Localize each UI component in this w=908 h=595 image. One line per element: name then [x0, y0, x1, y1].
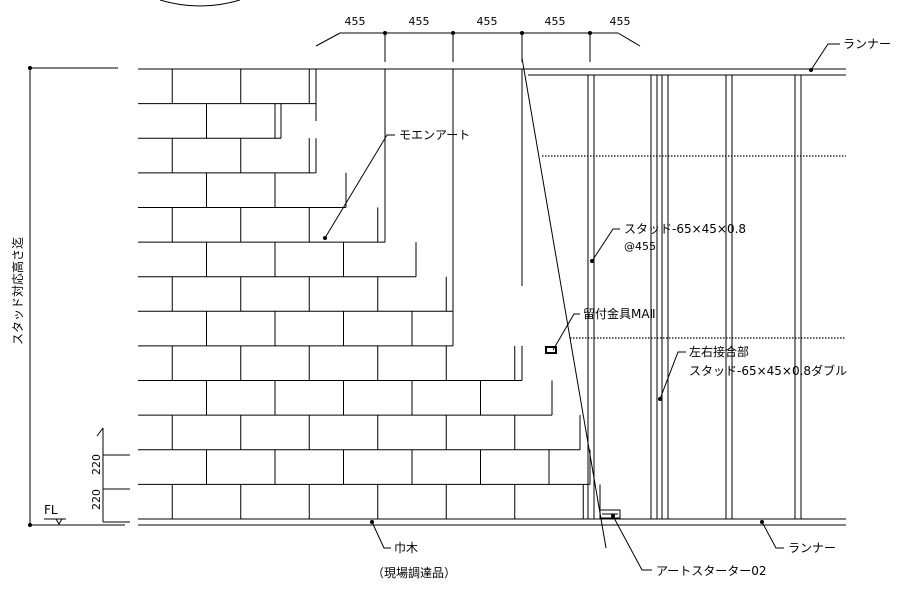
floor-lines — [138, 68, 846, 526]
dim-455-5: 455 — [610, 15, 631, 28]
fastener-mark — [545, 346, 557, 354]
dim-455-2: 455 — [409, 15, 430, 28]
dim-220-upper: 220 — [90, 454, 103, 475]
bracing-lines — [542, 155, 846, 339]
cut-arc — [159, 0, 241, 7]
section-cut-line — [521, 57, 607, 549]
stud-height-label: スタッド対応高さ迄 — [10, 237, 25, 345]
dim-455-4: 455 — [545, 15, 566, 28]
dim-455-1: 455 — [345, 15, 366, 28]
runner-top-label: ランナー — [843, 37, 891, 51]
skirting-note-label: （現場調達品） — [372, 566, 456, 580]
dim-220-lower: 220 — [90, 489, 103, 510]
fl-mark: FL — [44, 503, 66, 525]
art-starter-label: アートスターター02 — [656, 564, 767, 578]
fl-label: FL — [44, 503, 58, 517]
base-dimension: 220 220 — [90, 427, 130, 523]
stud-label: スタッド-65×45×0.8 — [624, 222, 746, 236]
runner-bottom-label: ランナー — [788, 541, 836, 555]
dim-455-3: 455 — [477, 15, 498, 28]
leaders: ランナー モエンアート スタッド-65×45×0.8 @455 留付金具MAⅡ … — [323, 37, 891, 580]
height-dimension: スタッド対応高さ迄 — [10, 66, 125, 527]
art-starter-mark — [599, 509, 621, 519]
stud-frame — [587, 75, 802, 519]
joint-stud-label: スタッド-65×45×0.8ダブル — [689, 363, 847, 378]
moen-art-label: モエンアート — [399, 128, 470, 142]
joint-title-label: 左右接合部 — [689, 344, 749, 359]
fastener-label: 留付金具MAⅡ — [583, 306, 655, 321]
stud-pitch-label: @455 — [624, 240, 656, 253]
panel-joint-lines — [315, 69, 523, 286]
moen-art-panels — [138, 69, 601, 520]
skirting-label: 巾木 — [394, 541, 418, 555]
top-dimension-chain: 455 455 455 455 455 — [315, 15, 641, 62]
